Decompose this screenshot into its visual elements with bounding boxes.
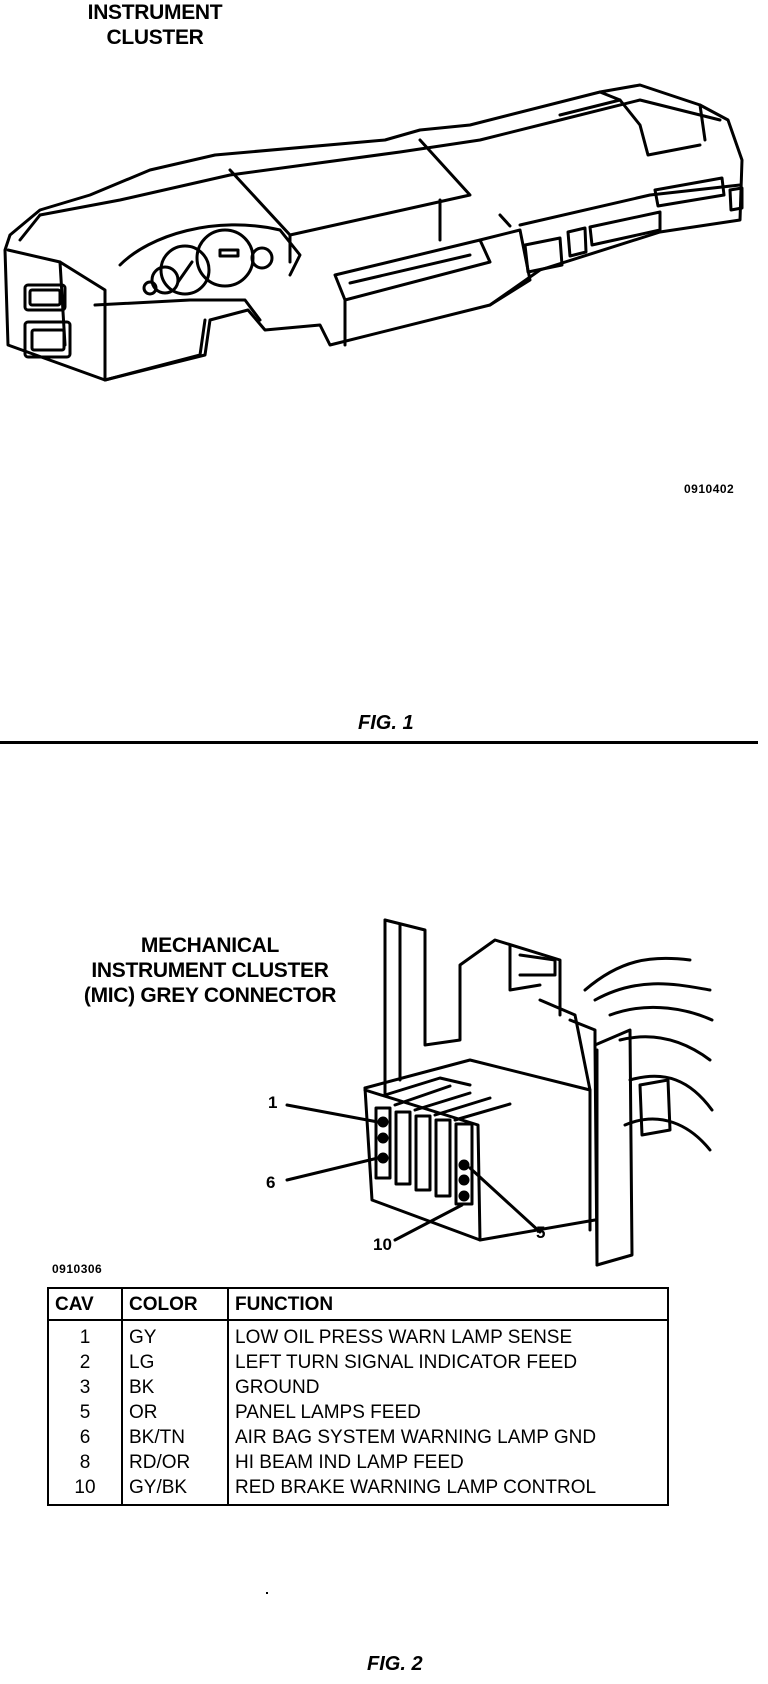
cell-cav: 3 — [48, 1375, 123, 1400]
fig2-title-line3: (MIC) GREY CONNECTOR — [83, 984, 337, 1007]
cell-color: BK/TN — [122, 1425, 229, 1450]
cell-cav: 6 — [48, 1425, 123, 1450]
table-row: 8 RD/OR HI BEAM IND LAMP FEED — [48, 1450, 668, 1475]
callout-6: 6 — [266, 1173, 276, 1192]
table-header-row: CAV COLOR FUNCTION — [48, 1288, 668, 1321]
cell-color: OR — [122, 1400, 229, 1425]
cell-cav: 10 — [48, 1475, 123, 1505]
callout-1: 1 — [268, 1093, 278, 1112]
cell-cav: 1 — [48, 1320, 123, 1350]
fig1-image-code: 0910402 — [684, 482, 735, 496]
table-row: 10 GY/BK RED BRAKE WARNING LAMP CONTROL — [48, 1475, 668, 1505]
cell-function: GROUND — [235, 1377, 320, 1398]
stray-dot — [266, 1592, 268, 1594]
cell-function: HI BEAM IND LAMP FEED — [235, 1452, 464, 1473]
table-row: 3 BK GROUND — [48, 1375, 668, 1400]
figure-divider — [0, 741, 758, 744]
fig1-caption: FIG. 1 — [358, 712, 414, 734]
table-row: 6 BK/TN AIR BAG SYSTEM WARNING LAMP GND — [48, 1425, 668, 1450]
fig2-title: MECHANICAL INSTRUMENT CLUSTER (MIC) GREY… — [60, 933, 360, 1008]
callout-10: 10 — [373, 1235, 392, 1254]
header-function: FUNCTION — [228, 1288, 668, 1321]
header-cav: CAV — [48, 1288, 123, 1321]
cell-function: LEFT TURN SIGNAL INDICATOR FEED — [235, 1352, 578, 1373]
table-row: 1 GY LOW OIL PRESS WARN LAMP SENSE — [48, 1320, 668, 1350]
fig1-title: INSTRUMENT CLUSTER — [60, 0, 250, 50]
cell-cav: 8 — [48, 1450, 123, 1475]
cell-cav: 5 — [48, 1400, 123, 1425]
cell-color: BK — [122, 1375, 229, 1400]
cell-function: LOW OIL PRESS WARN LAMP SENSE — [235, 1327, 573, 1348]
table-row: 5 OR PANEL LAMPS FEED — [48, 1400, 668, 1425]
cell-color: RD/OR — [122, 1450, 229, 1475]
cell-color: LG — [122, 1350, 229, 1375]
fig1-title-line1: INSTRUMENT — [87, 1, 223, 24]
cell-cav: 2 — [48, 1350, 123, 1375]
cell-color: GY — [122, 1320, 229, 1350]
table-row: 2 LG LEFT TURN SIGNAL INDICATOR FEED — [48, 1350, 668, 1375]
fig2-title-line2: INSTRUMENT CLUSTER — [91, 959, 329, 982]
fig2-caption: FIG. 2 — [367, 1653, 423, 1675]
callout-5: 5 — [536, 1223, 546, 1242]
cell-function: AIR BAG SYSTEM WARNING LAMP GND — [235, 1427, 597, 1448]
fig1-title-line2: CLUSTER — [106, 26, 204, 49]
cell-function: RED BRAKE WARNING LAMP CONTROL — [235, 1477, 597, 1498]
cell-color: GY/BK — [122, 1475, 229, 1505]
connector-pinout-table: CAV COLOR FUNCTION 1 GY LOW OIL PRESS WA… — [47, 1287, 669, 1506]
fig2-image-code: 0910306 — [52, 1262, 103, 1276]
header-color: COLOR — [122, 1288, 229, 1321]
cell-function: PANEL LAMPS FEED — [235, 1402, 421, 1423]
fig2-title-line1: MECHANICAL — [140, 934, 280, 957]
